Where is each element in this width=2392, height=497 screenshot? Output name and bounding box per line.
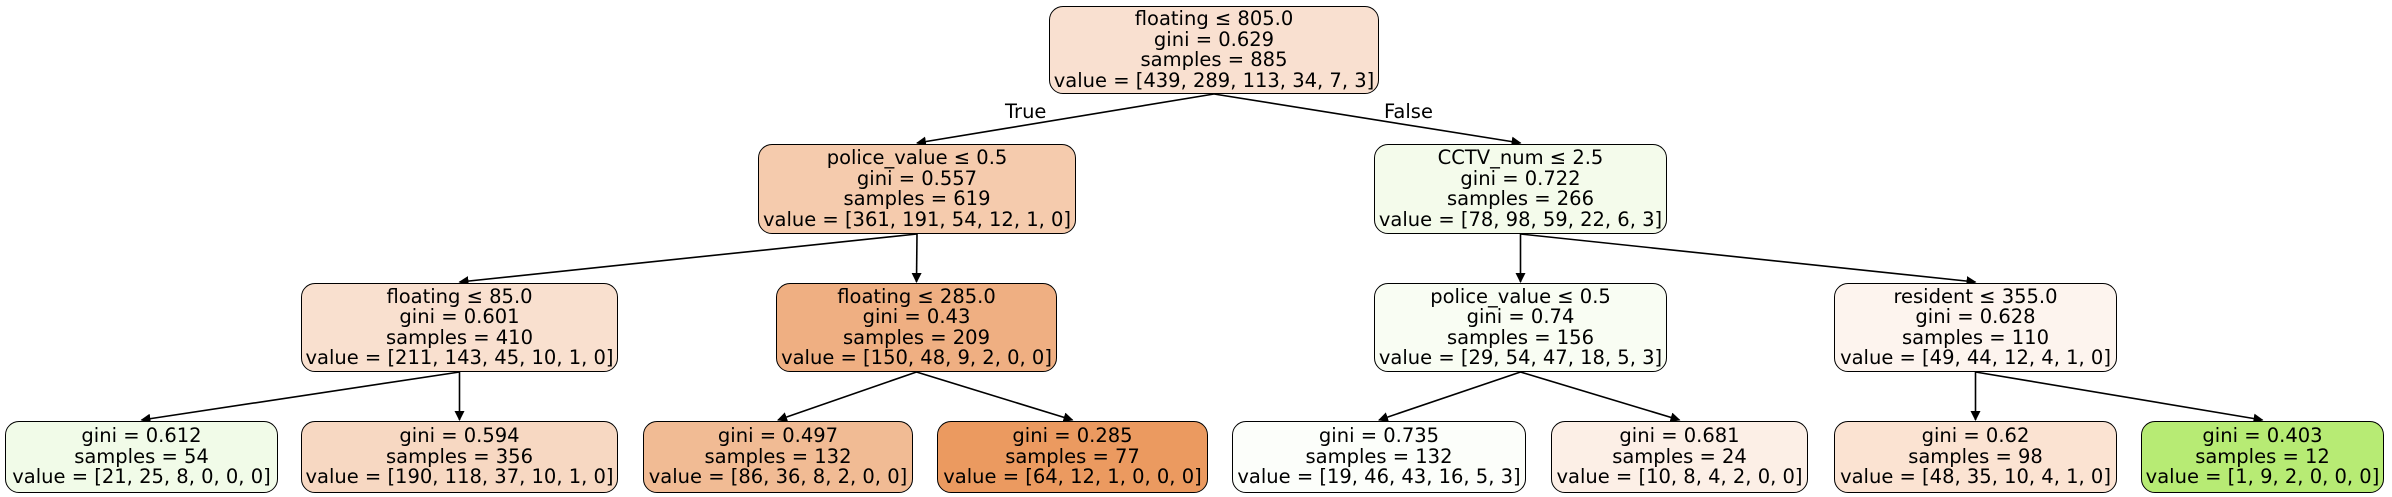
node-text-line: samples = 356 — [385, 444, 533, 468]
false-edge-label: False — [1384, 100, 1433, 123]
node-text-line: samples = 132 — [1305, 444, 1453, 468]
edge-n12-n14 — [1975, 371, 2264, 424]
edge-n0-n8 — [1213, 93, 1522, 147]
node-text-line: samples = 77 — [1005, 444, 1140, 468]
node-text-line: samples = 12 — [2195, 444, 2330, 468]
edge-n2-n3 — [140, 371, 460, 424]
node-text-line: samples = 54 — [74, 444, 209, 468]
node-text-line: samples = 110 — [1901, 325, 2049, 349]
node-text-line: gini = 0.601 — [399, 305, 520, 328]
node-text-line: gini = 0.612 — [81, 424, 202, 448]
node-text-line: value = [150, 48, 9, 2, 0, 0] — [781, 346, 1052, 369]
node-text-line: value = [64, 12, 1, 0, 0, 0] — [943, 465, 1202, 489]
node-text-line: samples = 266 — [1446, 187, 1594, 210]
node-text-line: gini = 0.403 — [2202, 424, 2323, 448]
node-text-line: floating ≤ 805.0 — [1134, 7, 1294, 30]
node-text-line: samples = 132 — [704, 444, 852, 468]
node-text-line: samples = 410 — [385, 325, 533, 349]
node-text-line: value = [19, 46, 43, 16, 5, 3] — [1237, 465, 1521, 489]
node-text-line: gini = 0.735 — [1318, 424, 1440, 448]
node-text-line: gini = 0.628 — [1915, 305, 2036, 328]
node-text-line: gini = 0.557 — [856, 166, 978, 190]
edge-n0-n1 — [916, 93, 1215, 147]
edge-n5-n7 — [916, 371, 1074, 423]
edge-n9-n11 — [1520, 371, 1681, 423]
edge-n1-n2 — [458, 233, 918, 287]
node-text-line: samples = 24 — [1612, 444, 1747, 468]
node-text-line: resident ≤ 355.0 — [1893, 284, 2058, 308]
node-text-line: floating ≤ 285.0 — [837, 284, 996, 308]
node-text-line: value = [10, 8, 4, 2, 0, 0] — [1556, 465, 1803, 489]
node-text-line: gini = 0.681 — [1619, 424, 1740, 448]
node-text-line: samples = 885 — [1140, 48, 1288, 71]
node-text-line: value = [48, 35, 10, 4, 1, 0] — [1840, 465, 2111, 489]
node-text-line: value = [439, 289, 113, 34, 7, 3] — [1053, 68, 1375, 92]
node-text-line: value = [1, 9, 2, 0, 0, 0] — [2145, 465, 2380, 489]
edge-n8-n12 — [1520, 233, 1977, 287]
node-text-line: gini = 0.74 — [1466, 305, 1575, 328]
node-text-line: value = [49, 44, 12, 4, 1, 0] — [1840, 346, 2111, 369]
node-text-line: gini = 0.497 — [717, 424, 839, 448]
edge-n9-n10 — [1378, 371, 1521, 422]
node-text-line: gini = 0.594 — [399, 424, 520, 448]
node-text-line: gini = 0.722 — [1460, 166, 1581, 190]
edge-n5-n6 — [777, 371, 917, 422]
node-text-line: value = [211, 143, 45, 10, 1, 0] — [305, 346, 614, 369]
node-text-line: police_value ≤ 0.5 — [1430, 284, 1611, 308]
node-text-line: gini = 0.43 — [862, 305, 971, 328]
node-text-line: value = [361, 191, 54, 12, 1, 0] — [762, 207, 1072, 231]
node-text-line: samples = 156 — [1446, 325, 1594, 349]
true-edge-label: True — [1005, 100, 1047, 123]
node-text-line: gini = 0.629 — [1153, 27, 1275, 51]
node-text-line: samples = 209 — [842, 325, 990, 349]
node-text-line: value = [29, 54, 47, 18, 5, 3] — [1378, 346, 1663, 369]
node-text-line: samples = 98 — [1908, 444, 2043, 468]
node-text-line: value = [190, 118, 37, 10, 1, 0] — [305, 465, 614, 489]
edge-n1-n5 — [911, 233, 922, 283]
node-text-line: CCTV_num ≤ 2.5 — [1437, 146, 1604, 169]
node-text-line: police_value ≤ 0.5 — [826, 146, 1008, 169]
node-text-line: gini = 0.62 — [1921, 424, 2030, 448]
node-text-line: samples = 619 — [843, 187, 991, 210]
node-text-line: value = [21, 25, 8, 0, 0, 0] — [12, 465, 271, 489]
node-text-line: value = [86, 36, 8, 2, 0, 0] — [648, 465, 908, 489]
node-text-line: gini = 0.285 — [1012, 424, 1133, 448]
node-text-line: floating ≤ 85.0 — [386, 284, 533, 308]
node-text-line: value = [78, 98, 59, 22, 6, 3] — [1378, 207, 1663, 231]
